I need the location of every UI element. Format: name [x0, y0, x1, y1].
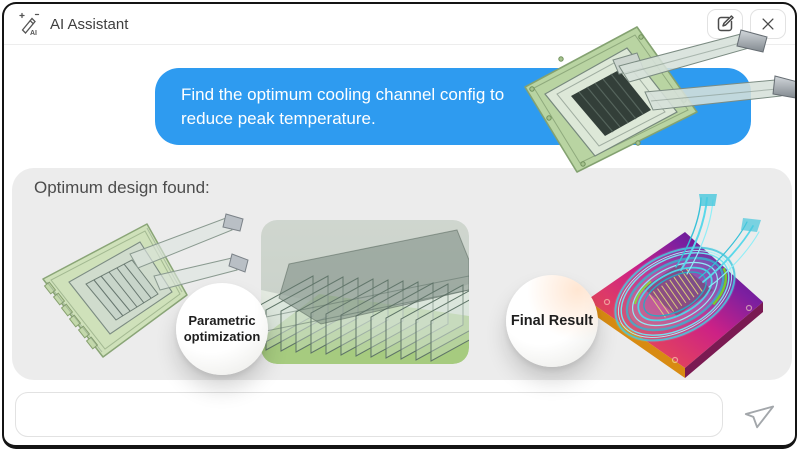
compose-icon	[717, 15, 734, 32]
header-actions	[707, 9, 786, 39]
svg-text:AI: AI	[30, 30, 37, 37]
header-left: AI AI Assistant	[16, 11, 128, 37]
user-message-text: Find the optimum cooling channel config …	[181, 85, 505, 128]
new-chat-button[interactable]	[707, 9, 743, 39]
final-result-label: Final Result	[510, 313, 594, 329]
header-divider	[4, 44, 795, 45]
parametric-optimization-label: Parametric optimization	[183, 312, 261, 344]
message-input[interactable]	[15, 392, 723, 437]
final-result-badge: Final Result	[506, 275, 598, 367]
cooling-block-wireframe-image	[42, 213, 249, 358]
window-title: AI Assistant	[50, 15, 129, 33]
assistant-heading: Optimum design found:	[34, 178, 210, 197]
send-button[interactable]	[736, 396, 782, 434]
cooling-channels-closeup-image	[261, 220, 469, 364]
magic-wand-ai-icon: AI	[19, 12, 40, 37]
parametric-optimization-badge: Parametric optimization	[176, 283, 268, 375]
close-button[interactable]	[750, 9, 786, 39]
cooling-block-cad-image	[524, 26, 795, 173]
window-header: AI AI Assistant	[4, 4, 795, 44]
assistant-message-bubble: Optimum design found:	[12, 168, 792, 380]
cfd-thermal-result-image	[587, 194, 763, 378]
paper-plane-icon	[744, 405, 775, 429]
close-icon	[762, 18, 774, 30]
